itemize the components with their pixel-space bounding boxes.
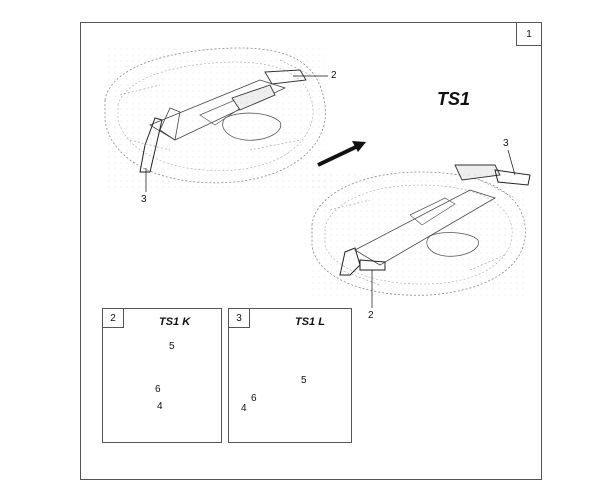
- drawing-frame: [80, 22, 542, 480]
- callout-6-l: 6: [251, 393, 257, 404]
- detail-panel-l-number: 3: [229, 309, 250, 328]
- page-number-box: 1: [516, 22, 542, 46]
- page-number: 1: [526, 28, 532, 40]
- callout-2-upper: 2: [331, 70, 337, 81]
- detail-panel-k-number: 2: [103, 309, 124, 328]
- main-title: TS1: [437, 89, 471, 109]
- callout-3-upper: 3: [141, 194, 147, 205]
- main-leader-lines: [145, 75, 516, 308]
- callout-6-k: 6: [155, 384, 161, 395]
- detail-panel-l-title: TS1 L: [295, 316, 325, 328]
- callout-5-l: 5: [301, 375, 307, 386]
- detail-panel-l: 3 TS1 L 5 6 4: [228, 308, 352, 443]
- callout-5-k: 5: [169, 341, 175, 352]
- mower-deck-lower-right: [311, 164, 531, 297]
- callout-4-k: 4: [157, 401, 163, 412]
- callout-4-l: 4: [241, 403, 247, 414]
- detail-panel-k: 2 TS1 K 5 6 4: [102, 308, 222, 443]
- detail-panel-k-title: TS1 K: [159, 316, 191, 328]
- callout-3-lower: 3: [503, 138, 509, 149]
- direction-arrow: [317, 141, 366, 167]
- mower-deck-upper-left: [104, 47, 326, 188]
- callout-2-lower: 2: [368, 310, 374, 321]
